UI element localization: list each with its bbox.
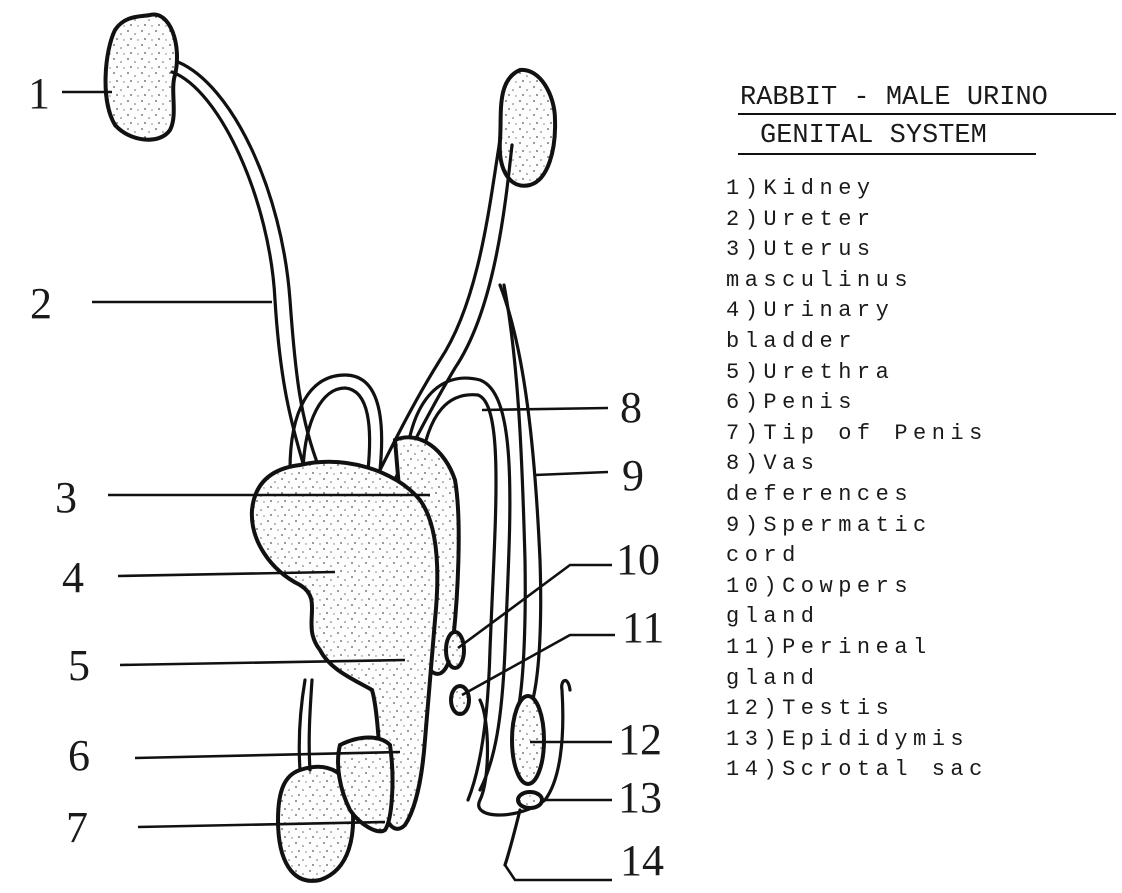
- legend-item: 11)Perineal: [726, 633, 1116, 664]
- ureter-left: [172, 72, 305, 470]
- legend-item: cord: [726, 541, 1116, 572]
- title-line-1: RABBIT - MALE URINO: [740, 83, 1048, 113]
- legend-item: 5)Urethra: [726, 358, 1116, 389]
- legend-item: 10)Cowpers: [726, 572, 1116, 603]
- label-1: 1: [28, 69, 50, 118]
- legend-item: 2)Ureter: [726, 205, 1116, 236]
- spermatic-cord-inner: [504, 285, 525, 710]
- legend-item: 8)Vas: [726, 449, 1116, 480]
- legend-item: masculinus: [726, 266, 1116, 297]
- penis-stalk: [299, 680, 305, 770]
- legend-list: 1)Kidney 2)Ureter 3)Uterus masculinus 4)…: [726, 174, 1116, 786]
- label-13: 13: [618, 773, 662, 822]
- legend-item: 9)Spermatic: [726, 511, 1116, 542]
- vas-deferens-left-inner: [303, 388, 370, 470]
- title-line-2: GENITAL SYSTEM: [760, 121, 987, 151]
- legend-item: 1)Kidney: [726, 174, 1116, 205]
- label-10: 10: [616, 535, 660, 584]
- kidney-left: [106, 15, 177, 140]
- legend-item: 7)Tip of Penis: [726, 419, 1116, 450]
- legend-item: 3)Uterus: [726, 235, 1116, 266]
- label-14: 14: [620, 836, 664, 885]
- legend-item: 13)Epididymis: [726, 725, 1116, 756]
- legend-item: 6)Penis: [726, 388, 1116, 419]
- legend-item: deferences: [726, 480, 1116, 511]
- legend-item: bladder: [726, 327, 1116, 358]
- label-12: 12: [618, 715, 662, 764]
- epididymis-tail: [505, 810, 520, 865]
- label-6: 6: [68, 731, 90, 780]
- label-2: 2: [30, 279, 52, 328]
- label-3: 3: [55, 473, 77, 522]
- legend-item: 12)Testis: [726, 694, 1116, 725]
- label-4: 4: [62, 553, 84, 602]
- label-8: 8: [620, 383, 642, 432]
- label-7: 7: [66, 803, 88, 852]
- legend-item: 4)Urinary: [726, 296, 1116, 327]
- penis-stalk-2: [309, 680, 312, 770]
- perineal-gland: [451, 686, 469, 714]
- cowpers-gland: [446, 632, 464, 668]
- label-5: 5: [68, 641, 90, 690]
- legend-item: 14)Scrotal sac: [726, 755, 1116, 786]
- leader-line-14: [505, 865, 612, 880]
- label-9: 9: [622, 451, 644, 500]
- legend-item: gland: [726, 664, 1116, 695]
- testis: [512, 696, 544, 784]
- leader-line-9: [535, 472, 608, 475]
- legend-item: gland: [726, 602, 1116, 633]
- epididymis: [518, 792, 542, 808]
- label-11: 11: [622, 603, 664, 652]
